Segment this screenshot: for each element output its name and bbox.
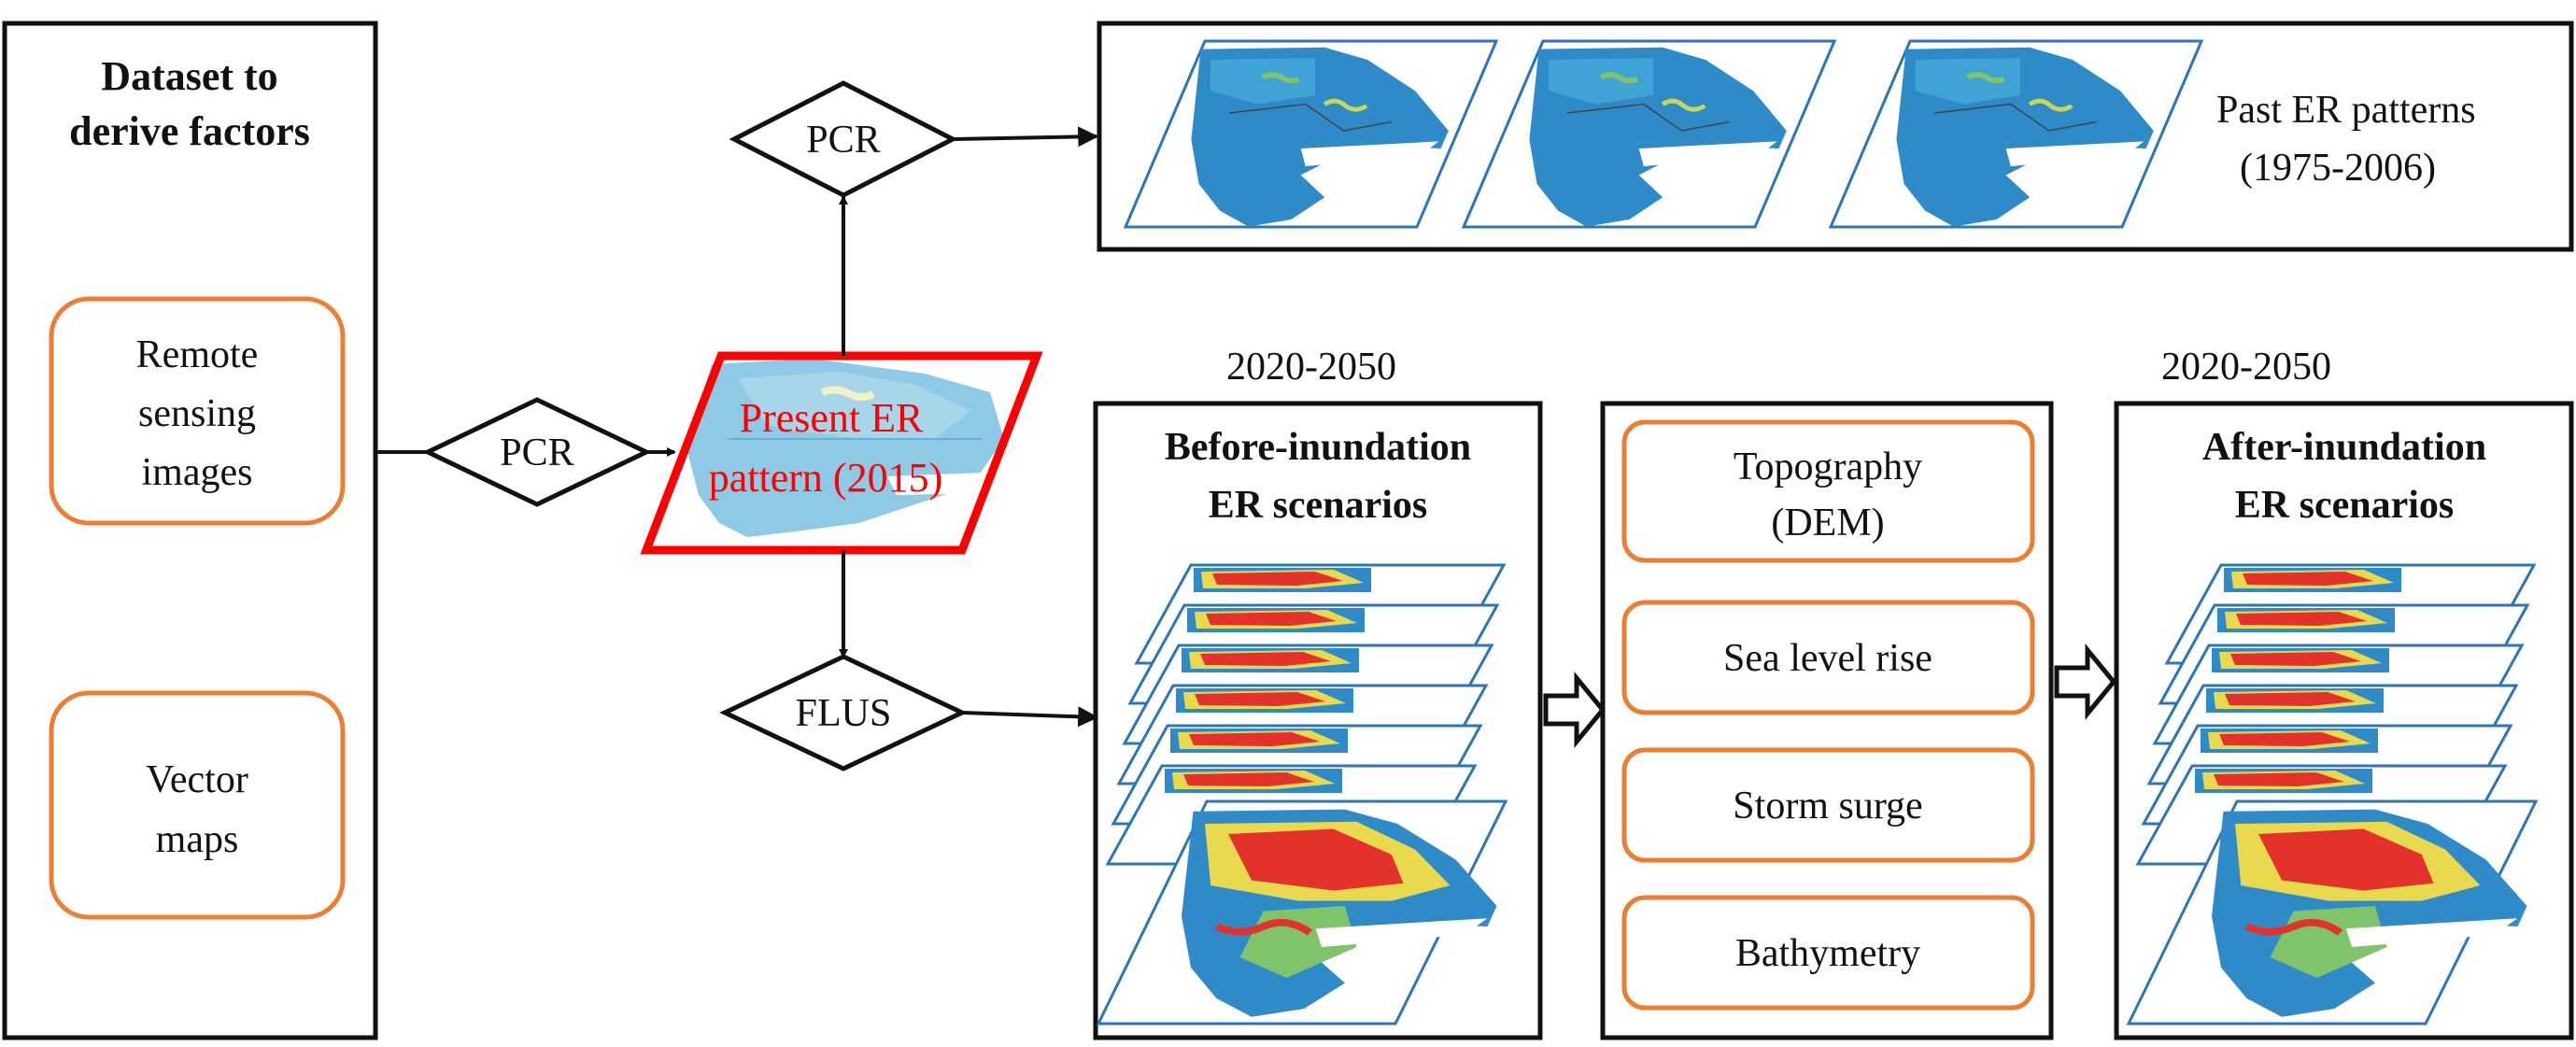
hollow-arrow-factors-after: [2054, 644, 2117, 720]
topography-box: [1621, 419, 2035, 563]
dataset-title-line2: derive factors: [69, 108, 310, 154]
vector-maps-line2: maps: [156, 818, 239, 861]
before-map-stack: [1096, 563, 1508, 1026]
past-er-line2: (1975-2006): [2240, 147, 2436, 190]
after-map-stack: [2126, 563, 2539, 1026]
past-map-2: [1461, 39, 1837, 227]
connector-pcr-past: [952, 126, 1099, 148]
past-er-line1: Past ER patterns: [2216, 89, 2476, 132]
pcr-top-label: PCR: [806, 119, 880, 162]
topography-line2: (DEM): [1771, 502, 1884, 545]
after-title-line1: After-inundation: [2202, 426, 2486, 469]
hollow-arrow-before-factors: [1543, 672, 1606, 748]
bathymetry-box: [1621, 895, 2035, 1011]
remote-sensing-line1: Remote: [136, 333, 259, 376]
before-title-line1: Before-inundation: [1165, 426, 1471, 469]
sea-level-rise-box: [1621, 600, 2035, 715]
before-title-line2: ER scenarios: [1209, 484, 1428, 527]
bathymetry-label: Bathymetry: [1735, 932, 1920, 975]
present-er-line2: pattern (2015): [709, 455, 942, 501]
storm-surge-label: Storm surge: [1733, 785, 1922, 828]
storm-surge-box: [1621, 747, 2035, 863]
present-er-map: [686, 359, 1009, 537]
past-map-3: [1828, 39, 2204, 227]
remote-sensing-box: [49, 296, 346, 526]
vector-maps-line1: Vector: [146, 758, 248, 801]
before-period-label: 2020-2050: [1226, 346, 1396, 389]
connector-flus-before: [961, 706, 1099, 728]
vector-maps-box: [49, 690, 346, 920]
sea-level-rise-label: Sea level rise: [1723, 637, 1932, 680]
topography-line1: Topography: [1734, 446, 1922, 488]
flus-label: FLUS: [796, 692, 892, 735]
present-er-line1: Present ER: [740, 395, 924, 441]
remote-sensing-line3: images: [142, 451, 253, 494]
pcr-left-label: PCR: [500, 432, 573, 474]
after-period-label: 2020-2050: [2161, 346, 2331, 389]
remote-sensing-line2: sensing: [138, 392, 256, 435]
past-map-1: [1123, 39, 1499, 227]
dataset-title-line1: Dataset to: [101, 53, 277, 99]
after-title-line2: ER scenarios: [2235, 484, 2455, 527]
present-er-frame: [640, 351, 1043, 555]
